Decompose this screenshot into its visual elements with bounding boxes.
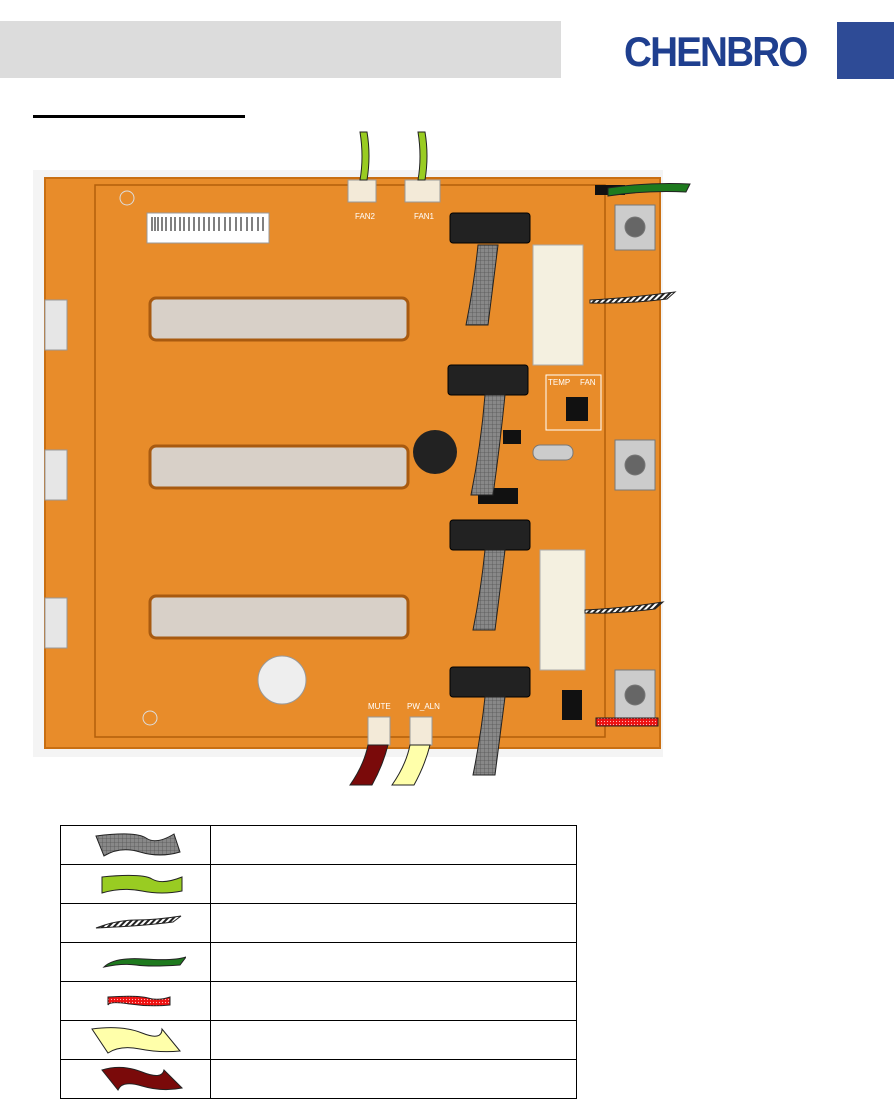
backplane-photo: FAN2 FAN1 TEMP FAN MUTE PW_ALN <box>33 131 691 786</box>
legend-description <box>210 825 577 865</box>
legend-row <box>60 903 577 943</box>
legend-row <box>60 825 577 865</box>
light-yellow-cable-icon <box>90 1027 181 1054</box>
fan-label: FAN <box>580 378 596 387</box>
legend-description <box>210 1020 577 1060</box>
fan2-label: FAN2 <box>355 212 376 221</box>
grey-checker-cable-icon <box>94 833 181 857</box>
legend-row <box>60 1020 577 1060</box>
legend-description <box>210 1059 577 1099</box>
red-cable-icon <box>107 995 170 1007</box>
hatched-cable-icon <box>95 915 181 929</box>
logo-blue-block <box>837 22 894 79</box>
legend-row <box>60 864 577 904</box>
legend-description <box>210 903 577 943</box>
legend-row <box>60 942 577 982</box>
header-bar <box>0 21 561 78</box>
temp-label: TEMP <box>548 378 570 387</box>
legend-description <box>210 981 577 1021</box>
dark-green-cable-icon <box>101 956 186 968</box>
legend-description <box>210 864 577 904</box>
pw-aln-label: PW_ALN <box>407 702 440 711</box>
mute-label: MUTE <box>368 702 391 711</box>
section-title-underline <box>33 115 245 118</box>
lime-cable-icon <box>101 874 182 894</box>
cable-legend-table <box>60 825 577 1099</box>
legend-description <box>210 942 577 982</box>
fan1-label: FAN1 <box>414 212 435 221</box>
maroon-cable-icon <box>100 1066 183 1091</box>
legend-row <box>60 1059 577 1099</box>
chenbro-logo: CHENBRO <box>624 28 808 75</box>
legend-row <box>60 981 577 1021</box>
